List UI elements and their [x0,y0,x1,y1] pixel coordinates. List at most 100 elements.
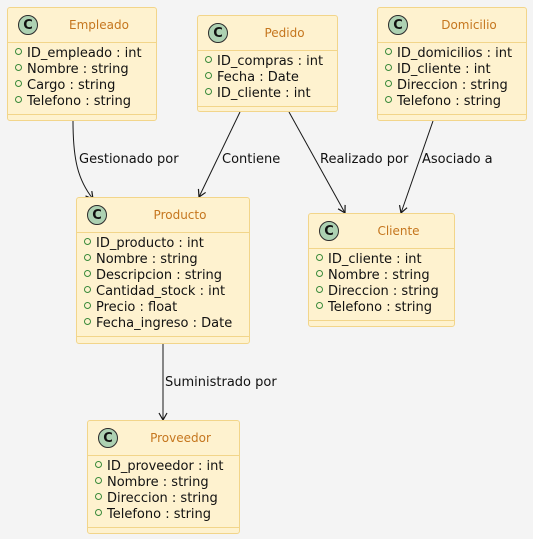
public-visibility-icon [316,286,323,293]
edge-label-contiene: Contiene [222,152,280,167]
class-name: Cliente [377,224,420,238]
attribute: Cantidad_stock : int [77,284,249,300]
attribute: ID_cliente : int [309,252,454,268]
class-icon: C [388,15,408,35]
class-icon: C [319,221,339,241]
public-visibility-icon [84,238,91,245]
edge-label-asociado-a: Asociado a [422,152,493,167]
edge-empleado-producto: Gestionado por [72,120,179,200]
attribute-list: ID_proveedor : int Nombre : string Direc… [88,456,239,527]
public-visibility-icon [84,286,91,293]
public-visibility-icon [385,80,392,87]
divider [309,320,454,321]
divider [77,232,249,233]
attribute: ID_domicilios : int [378,46,526,62]
edge-domicilio-cliente: Asociado a [398,120,493,215]
class-domicilio[interactable]: C Domicilio ID_domicilios : int ID_clien… [377,7,527,121]
public-visibility-icon [84,270,91,277]
attribute: Direccion : string [378,78,526,94]
attribute: ID_producto : int [77,236,249,252]
public-visibility-icon [95,509,102,516]
divider [378,114,526,115]
public-visibility-icon [205,56,212,63]
class-empleado[interactable]: C Empleado ID_empleado : int Nombre : st… [7,7,157,121]
edge-pedido-cliente: Realizado por [288,111,409,215]
public-visibility-icon [15,80,22,87]
attribute: ID_empleado : int [8,46,156,62]
class-pedido[interactable]: C Pedido ID_compras : int Fecha : Date I… [197,15,338,112]
public-visibility-icon [15,64,22,71]
class-header: C Producto [77,198,249,232]
attribute-list: ID_cliente : int Nombre : string Direcci… [309,249,454,320]
attribute-list: ID_empleado : int Nombre : string Cargo … [8,43,156,114]
public-visibility-icon [15,48,22,55]
attribute: Fecha_ingreso : Date [77,316,249,332]
class-icon: C [18,15,38,35]
divider [77,336,249,337]
attribute: Direccion : string [309,284,454,300]
attribute: Nombre : string [77,252,249,268]
divider [198,106,337,107]
public-visibility-icon [316,270,323,277]
class-name: Domicilio [441,18,497,32]
class-header: C Cliente [309,214,454,248]
public-visibility-icon [385,48,392,55]
attribute: ID_cliente : int [198,86,337,102]
attribute: Telefono : string [309,300,454,316]
divider [88,455,239,456]
class-icon: C [208,23,228,43]
attribute: Fecha : Date [198,70,337,86]
attribute: Nombre : string [8,62,156,78]
edge-pedido-producto: Contiene [197,111,280,199]
attribute: Nombre : string [309,268,454,284]
class-header: C Empleado [8,8,156,42]
public-visibility-icon [385,64,392,71]
divider [8,114,156,115]
class-producto[interactable]: C Producto ID_producto : int Nombre : st… [76,197,250,344]
attribute-list: ID_producto : int Nombre : string Descri… [77,233,249,336]
class-icon: C [98,428,118,448]
edge-label-gestionado-por: Gestionado por [79,152,179,167]
public-visibility-icon [316,302,323,309]
public-visibility-icon [205,72,212,79]
public-visibility-icon [316,254,323,261]
attribute: Direccion : string [88,491,239,507]
public-visibility-icon [385,96,392,103]
public-visibility-icon [84,302,91,309]
public-visibility-icon [205,88,212,95]
attribute: Nombre : string [88,475,239,491]
divider [88,527,239,528]
attribute: Precio : float [77,300,249,316]
class-name: Proveedor [150,431,211,445]
class-header: C Pedido [198,16,337,50]
public-visibility-icon [15,96,22,103]
attribute: Cargo : string [8,78,156,94]
class-proveedor[interactable]: C Proveedor ID_proveedor : int Nombre : … [87,420,240,534]
class-header: C Proveedor [88,421,239,455]
public-visibility-icon [84,318,91,325]
class-name: Empleado [69,18,129,32]
class-header: C Domicilio [378,8,526,42]
edge-label-realizado-por: Realizado por [320,152,409,167]
attribute: ID_proveedor : int [88,459,239,475]
class-cliente[interactable]: C Cliente ID_cliente : int Nombre : stri… [308,213,455,327]
attribute: ID_cliente : int [378,62,526,78]
attribute: Telefono : string [378,94,526,110]
divider [198,50,337,51]
divider [309,248,454,249]
public-visibility-icon [84,254,91,261]
divider [378,42,526,43]
divider [8,42,156,43]
attribute-list: ID_domicilios : int ID_cliente : int Dir… [378,43,526,114]
edge-producto-proveedor: Suministrado por [158,344,277,422]
class-icon: C [87,205,107,225]
attribute-list: ID_compras : int Fecha : Date ID_cliente… [198,51,337,106]
attribute: Telefono : string [88,507,239,523]
attribute: Descripcion : string [77,268,249,284]
public-visibility-icon [95,493,102,500]
public-visibility-icon [95,461,102,468]
attribute: ID_compras : int [198,54,337,70]
edge-label-suministrado-por: Suministrado por [165,375,277,390]
attribute: Telefono : string [8,94,156,110]
